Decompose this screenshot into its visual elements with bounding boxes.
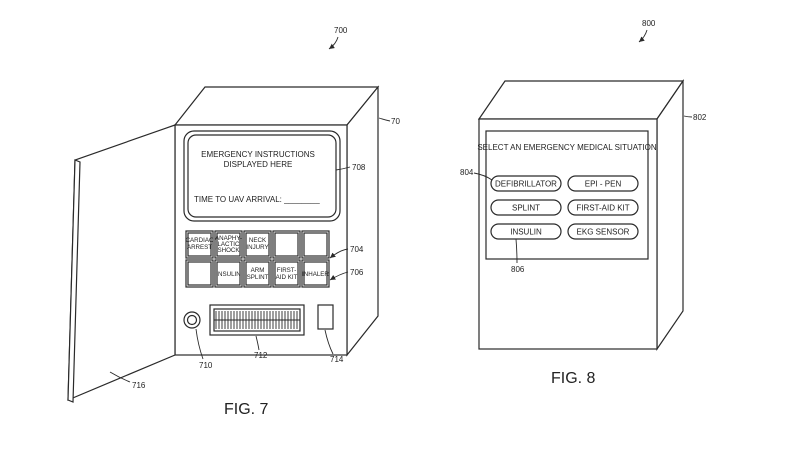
- option-label: DEFIBRILLATOR: [495, 180, 557, 189]
- screen-arrival-label: TIME TO UAV ARRIVAL: ________: [194, 195, 320, 204]
- fig8: 800 SELECT AN EMERGENCY MEDICAL SITUATIO…: [460, 19, 707, 387]
- neck-injury-button[interactable]: [243, 230, 272, 259]
- card-slot[interactable]: [317, 304, 334, 330]
- btn-label: NECK: [249, 237, 267, 244]
- leader: [515, 238, 518, 264]
- anaphylactic-shock-button[interactable]: [214, 230, 243, 259]
- blank-button[interactable]: [185, 259, 214, 288]
- panel-title: SELECT AN EMERGENCY MEDICAL SITUATION: [477, 143, 657, 152]
- insulin-button[interactable]: [214, 259, 243, 288]
- button-bezel: [187, 232, 212, 257]
- leader: [473, 172, 493, 181]
- fig7-button-row-2: INSULIN ARM SPLINT FIRST- AID KIT INHALE…: [185, 259, 330, 288]
- speaker-grille: [209, 304, 305, 336]
- btn-label: INJURY: [246, 244, 268, 251]
- fig7-screen-inner: [187, 134, 337, 218]
- label-screen: 708: [352, 163, 366, 172]
- fig7-ref-arrow: [328, 36, 339, 50]
- fig7-cabinet-top: [173, 86, 380, 126]
- leader: [195, 328, 204, 360]
- option-epi-pen[interactable]: [567, 175, 639, 192]
- button-bezel: [274, 261, 299, 286]
- fig7-door: [67, 124, 176, 401]
- btn-label: ANAPHY-: [215, 235, 242, 242]
- button-bezel: [303, 261, 328, 286]
- option-label: SPLINT: [512, 204, 540, 213]
- label-row2: 706: [350, 268, 364, 277]
- label-option: 804: [460, 168, 474, 177]
- label-insulin: 806: [511, 265, 525, 274]
- label-cabinet: 70: [391, 117, 400, 126]
- option-ekg-sensor[interactable]: [567, 223, 639, 240]
- fig7-door-edge: [67, 159, 81, 403]
- fig7-ref-number: 700: [334, 26, 348, 35]
- button-bezel: [216, 261, 241, 286]
- label-slot: 714: [330, 355, 344, 364]
- fig8-cabinet-top: [477, 80, 685, 120]
- blank-button[interactable]: [301, 230, 330, 259]
- button-bezel: [274, 232, 299, 257]
- button-bezel: [216, 232, 241, 257]
- btn-label: LACTIC: [217, 241, 240, 248]
- leader: [335, 166, 351, 171]
- option-label: INSULIN: [510, 228, 542, 237]
- btn-label: FIRST-: [277, 267, 297, 274]
- label-door: 716: [132, 381, 146, 390]
- button-bezel: [303, 232, 328, 257]
- label-row1: 704: [350, 245, 364, 254]
- label-cabinet: 802: [693, 113, 707, 122]
- leader: [329, 248, 349, 259]
- option-first-aid-kit[interactable]: [567, 199, 639, 216]
- leader: [324, 329, 334, 355]
- fig8-caption: FIG. 8: [551, 370, 596, 387]
- leader: [329, 271, 349, 281]
- fig7: 700 EMERGENCY INSTRUCTIONS DISPLAYED HER…: [67, 26, 400, 418]
- fig7-cabinet-side: [346, 85, 379, 357]
- arm-splint-button[interactable]: [243, 259, 272, 288]
- fig8-ref-number: 800: [642, 19, 656, 28]
- label-speaker: 712: [254, 351, 268, 360]
- option-insulin[interactable]: [490, 223, 562, 240]
- option-defibrillator[interactable]: [490, 175, 562, 192]
- btn-label: ARREST: [187, 244, 212, 251]
- inhaler-button[interactable]: [301, 259, 330, 288]
- btn-label: ARM: [251, 267, 265, 274]
- option-label: FIRST-AID KIT: [576, 204, 629, 213]
- btn-label: INHALER: [302, 271, 329, 278]
- screen-line-2: DISPLAYED HERE: [224, 160, 293, 169]
- leader: [378, 117, 391, 122]
- btn-label: SHOCK: [217, 247, 240, 254]
- button-bezel: [187, 261, 212, 286]
- blank-button[interactable]: [272, 230, 301, 259]
- cardiac-arrest-button[interactable]: [185, 230, 214, 259]
- btn-label: SPLINT: [247, 274, 269, 281]
- btn-label: INSULIN: [216, 271, 240, 278]
- screen-line-1: EMERGENCY INSTRUCTIONS: [201, 150, 315, 159]
- round-button[interactable]: [183, 311, 201, 329]
- btn-label: CARDIAC: [186, 237, 214, 244]
- fig8-ref-arrow: [638, 29, 648, 43]
- fig7-screen-outer: [183, 130, 341, 222]
- button-bezel: [245, 261, 270, 286]
- first-aid-kit-button[interactable]: [272, 259, 301, 288]
- leader: [255, 335, 260, 351]
- label-round-button: 710: [199, 361, 213, 370]
- option-label: EKG SENSOR: [577, 228, 630, 237]
- fig7-caption: FIG. 7: [224, 401, 269, 418]
- fig7-button-row-1: CARDIAC ARREST ANAPHY- LACTIC SHOCK NECK…: [185, 230, 330, 259]
- leader: [109, 371, 131, 383]
- round-button-inner: [186, 314, 198, 326]
- button-bezel: [245, 232, 270, 257]
- option-splint[interactable]: [490, 199, 562, 216]
- fig8-cabinet-side: [656, 79, 684, 351]
- btn-label: AID KIT: [276, 274, 298, 281]
- option-label: EPI - PEN: [585, 180, 622, 189]
- leader: [683, 115, 693, 118]
